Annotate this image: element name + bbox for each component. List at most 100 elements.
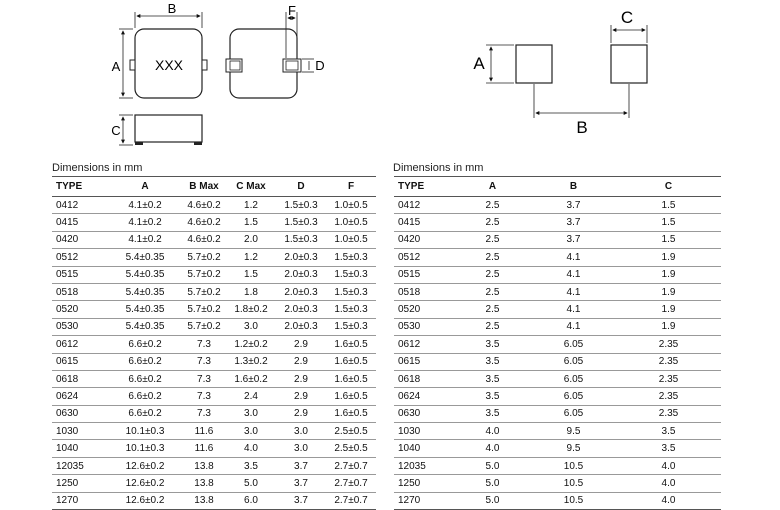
dimension-cell: 2.5 [454, 248, 531, 267]
dimension-cell: 1.5±0.3 [326, 283, 376, 302]
dimension-cell: 4.0 [616, 474, 721, 493]
type-cell: 0530 [394, 318, 454, 337]
dimension-cell: 2.5 [454, 318, 531, 337]
type-cell: 0612 [52, 335, 108, 354]
dimension-cell: 4.0 [616, 492, 721, 510]
dimension-cell: 6.6±0.2 [108, 370, 182, 389]
type-cell: 0518 [52, 283, 108, 302]
type-cell: 1270 [394, 492, 454, 510]
dimension-cell: 4.0 [454, 422, 531, 441]
dimension-cell: 1.2±0.2 [226, 335, 276, 354]
dimension-cell: 1.6±0.5 [326, 370, 376, 389]
type-cell: 0415 [52, 213, 108, 232]
dimension-cell: 2.5±0.5 [326, 439, 376, 458]
dimension-cell: 13.8 [182, 492, 226, 510]
dimension-cell: 10.5 [531, 474, 616, 493]
dimension-cell: 2.5 [454, 213, 531, 232]
type-cell: 12035 [394, 457, 454, 476]
dimension-cell: 6.6±0.2 [108, 387, 182, 406]
dimension-cell: 1.5 [226, 266, 276, 284]
dimension-cell: 1.0±0.5 [326, 231, 376, 250]
dimension-cell: 9.5 [531, 422, 616, 441]
dimension-cell: 7.3 [182, 387, 226, 406]
dimension-cell: 5.7±0.2 [182, 248, 226, 267]
dimension-cell: 3.5 [616, 439, 721, 458]
dimension-cell: 2.5 [454, 196, 531, 215]
dimension-cell: 5.7±0.2 [182, 318, 226, 337]
dimension-cell: 5.4±0.35 [108, 300, 182, 319]
dimension-cell: 1.5±0.3 [326, 318, 376, 337]
dimension-cell: 1.5 [616, 196, 721, 215]
dimension-cell: 13.8 [182, 457, 226, 476]
column-header: C [616, 176, 721, 197]
type-cell: 0420 [52, 231, 108, 250]
dimension-cell: 2.35 [616, 353, 721, 371]
dim-a-left: A [112, 28, 133, 99]
type-cell: 0515 [52, 266, 108, 284]
dimension-cell: 2.7±0.7 [326, 457, 376, 476]
type-cell: 0624 [52, 387, 108, 406]
type-cell: 0412 [394, 196, 454, 215]
dimension-cell: 5.7±0.2 [182, 283, 226, 302]
dimension-cell: 2.5±0.5 [326, 422, 376, 441]
dimension-cell: 1.8 [226, 283, 276, 302]
type-cell: 0612 [394, 335, 454, 354]
dimension-cell: 1.2 [226, 248, 276, 267]
dimension-cell: 1.5 [226, 213, 276, 232]
dimension-cell: 1.9 [616, 318, 721, 337]
dimension-cell: 7.3 [182, 353, 226, 371]
dimension-cell: 4.6±0.2 [182, 196, 226, 215]
dimension-cell: 6.6±0.2 [108, 353, 182, 371]
dimension-cell: 3.5 [616, 422, 721, 441]
dimension-cell: 4.1±0.2 [108, 213, 182, 232]
inductor-top-view: XXX [129, 28, 208, 99]
pad-layout-drawing: A C B [473, 8, 648, 137]
dimension-cell: 1.6±0.5 [326, 353, 376, 371]
dimension-cell: 4.1 [531, 248, 616, 267]
type-cell: 0412 [52, 196, 108, 215]
dimension-cell: 3.7 [531, 231, 616, 250]
label-d: D [315, 58, 324, 73]
dimension-cell: 12.6±0.2 [108, 474, 182, 493]
dimension-cell: 1.6±0.5 [326, 387, 376, 406]
type-cell: 1250 [52, 474, 108, 493]
dimension-cell: 1.0±0.5 [326, 196, 376, 215]
dimension-cell: 5.0 [226, 474, 276, 493]
dimension-cell: 6.6±0.2 [108, 335, 182, 354]
dimension-cell: 2.0 [226, 231, 276, 250]
dimension-cell: 7.3 [182, 335, 226, 354]
dimension-cell: 7.3 [182, 405, 226, 424]
dimension-cell: 2.5 [454, 266, 531, 284]
type-cell: 0512 [52, 248, 108, 267]
dimension-cell: 2.7±0.7 [326, 474, 376, 493]
dimension-cell: 13.8 [182, 474, 226, 493]
column-header: C Max [226, 176, 276, 197]
type-cell: 1040 [52, 439, 108, 458]
type-cell: 0518 [394, 283, 454, 302]
dimension-cell: 1.5±0.3 [326, 300, 376, 319]
dimension-cell: 6.0 [226, 492, 276, 510]
dimension-cell: 10.1±0.3 [108, 439, 182, 458]
type-cell: 1030 [394, 422, 454, 441]
dimension-cell: 4.1±0.2 [108, 231, 182, 250]
dimension-cell: 4.1 [531, 318, 616, 337]
dimension-cell: 4.6±0.2 [182, 213, 226, 232]
dimension-cell: 3.5 [454, 405, 531, 424]
dimension-cell: 2.0±0.3 [276, 318, 326, 337]
